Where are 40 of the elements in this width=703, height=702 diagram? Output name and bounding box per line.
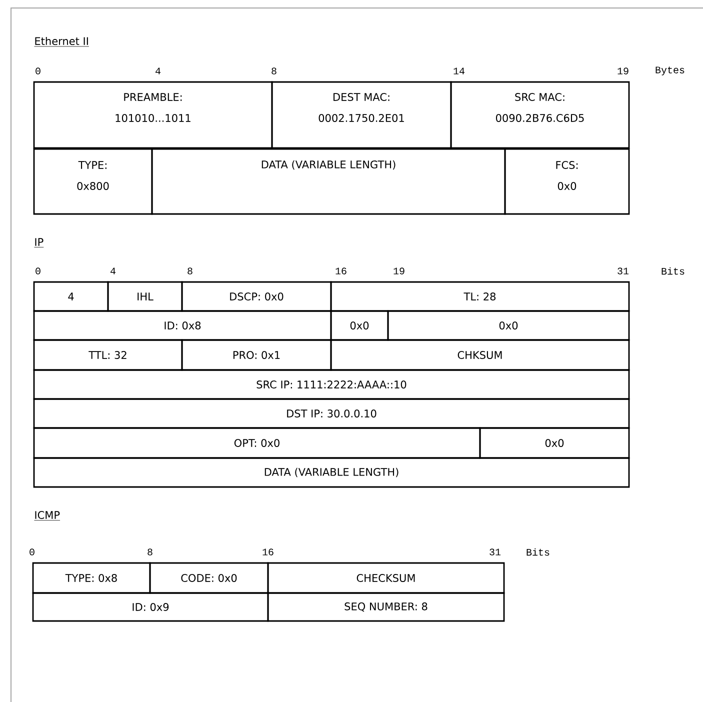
scale-label: 16 (336, 268, 346, 274)
field-cell: 4 (33, 281, 109, 312)
field-cell: TTL: 32 (33, 339, 183, 371)
field-cell: PREAMBLE: 101010...1011 (33, 81, 273, 149)
scale-label: 8 (272, 68, 276, 74)
scale-label: Bytes (656, 66, 684, 76)
scale-label: Bits (662, 267, 684, 275)
section-heading: ICMP (34, 511, 60, 521)
field-cell: CODE: 0x0 (149, 562, 269, 594)
section-heading: Ethernet II (34, 36, 90, 47)
field-cell: DATA (VARIABLE LENGTH) (151, 148, 506, 215)
field-cell: SRC MAC: 0090.2B76.C6D5 (450, 81, 630, 149)
scale-label: 8 (148, 548, 152, 556)
field-cell: IHL (107, 281, 183, 312)
scale-label: 8 (188, 268, 192, 274)
scale-label: 0 (30, 548, 34, 556)
field-cell: DEST MAC: 0002.1750.2E01 (271, 81, 452, 149)
scale-label: 16 (262, 548, 274, 556)
field-cell: FCS: 0x0 (504, 148, 630, 215)
field-cell: DST IP: 30.0.0.10 (33, 398, 630, 429)
scale-label: 4 (110, 268, 116, 274)
field-cell: DATA (VARIABLE LENGTH) (33, 457, 630, 488)
field-cell: 0x0 (387, 310, 630, 341)
section-heading: IP (34, 238, 44, 248)
field-cell: SEQ NUMBER: 8 (267, 592, 505, 622)
field-cell: ID: 0x9 (32, 592, 269, 622)
field-cell: DSCP: 0x0 (181, 281, 332, 312)
scale-label: 14 (454, 68, 464, 74)
field-cell: 0x0 (479, 427, 630, 459)
field-cell: ID: 0x8 (33, 310, 332, 341)
field-cell: TYPE: 0x8 (32, 562, 151, 594)
field-cell: 0x0 (330, 310, 389, 341)
field-cell: OPT: 0x0 (33, 427, 481, 459)
scale-label: Bits (526, 548, 550, 556)
field-cell: CHECKSUM (267, 562, 505, 594)
field-cell: PRO: 0x1 (181, 339, 332, 371)
field-cell: TYPE: 0x800 (33, 148, 153, 215)
field-cell: CHKSUM (330, 339, 630, 371)
field-cell: SRC IP: 1111:2222:AAAA::10 (33, 369, 630, 400)
field-cell: TL: 28 (330, 281, 630, 312)
